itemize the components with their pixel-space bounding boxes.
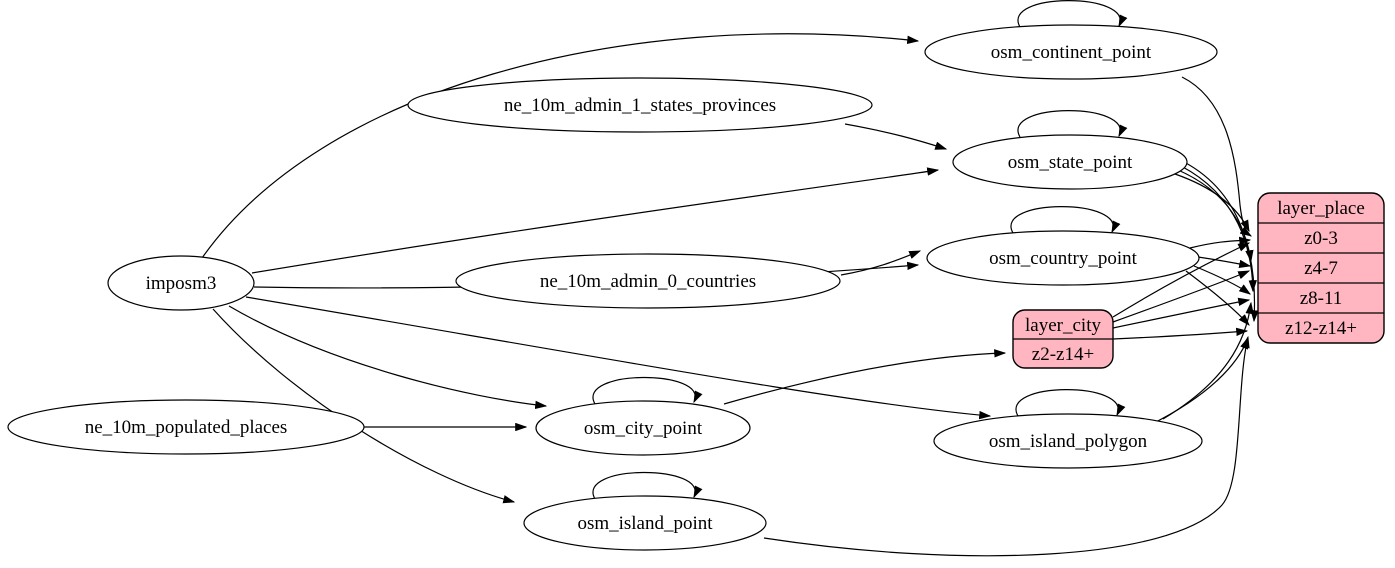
selfloop-osm_continent_point bbox=[1017, 0, 1128, 28]
node-osm_island_point: osm_island_point bbox=[523, 495, 767, 551]
ne_10m_admin_1_states_provinces-label: ne_10m_admin_1_states_provinces bbox=[504, 95, 776, 116]
ne_10m_admin_0_countries-label: ne_10m_admin_0_countries bbox=[540, 271, 756, 292]
osm_island_point-label: osm_island_point bbox=[577, 513, 713, 534]
node-ne_10m_populated_places: ne_10m_populated_places bbox=[7, 399, 365, 455]
osm_state_point-label: osm_state_point bbox=[1008, 152, 1133, 173]
layer_place-row-z12-z14: z12-z14+ bbox=[1285, 318, 1357, 339]
edge-osm_country_point-z0-3 bbox=[1189, 236, 1252, 249]
edge-ne_10m_admin_0_countries-osm_country_point bbox=[840, 250, 922, 276]
osm_city_point-shape bbox=[535, 400, 751, 456]
node-osm_state_point: osm_state_point bbox=[952, 134, 1188, 190]
edge-layer_city-z0-3 bbox=[1112, 242, 1251, 318]
edge-layer_city-z8-11 bbox=[1112, 297, 1251, 329]
osm_island_point-shape bbox=[523, 495, 767, 551]
edge-osm_country_point-z12-z14 bbox=[1185, 270, 1250, 326]
edge-osm_island_point-z12-z14 bbox=[763, 335, 1250, 557]
ne_10m_populated_places-label: ne_10m_populated_places bbox=[85, 417, 288, 438]
edge-osm_island_polygon-z8-11 bbox=[1162, 301, 1254, 420]
ne_10m_admin_0_countries-shape bbox=[455, 253, 841, 309]
osm_city_point-label: osm_city_point bbox=[584, 418, 703, 439]
edge-imposm3-osm_state_point bbox=[251, 167, 940, 274]
node-layer_city: layer_city z2-z14+ bbox=[1012, 309, 1114, 369]
selfloop-osm_state_point bbox=[1017, 110, 1128, 138]
osm_continent_point-shape bbox=[924, 24, 1218, 80]
selfloop-osm_island_polygon bbox=[1015, 389, 1126, 417]
osm_state_point-shape bbox=[952, 134, 1188, 190]
edge-osm_state_point-z8-11 bbox=[1180, 165, 1257, 293]
node-ne_10m_admin_1_states_provinces: ne_10m_admin_1_states_provinces bbox=[407, 77, 873, 133]
edge-ne_10m_admin_1_states_provinces-osm_state_point bbox=[844, 123, 948, 150]
edge-layer_city-z4-7 bbox=[1112, 270, 1251, 323]
edge-osm_country_point-z8-11 bbox=[1193, 265, 1251, 295]
layer_place-row-z4-7: z4-7 bbox=[1304, 258, 1338, 279]
ne_10m_admin_1_states_provinces-shape bbox=[407, 77, 873, 133]
osm_island_polygon-label: osm_island_polygon bbox=[989, 431, 1148, 452]
imposm3-label: imposm3 bbox=[146, 273, 217, 294]
edge-imposm3-osm_city_point bbox=[228, 305, 548, 410]
selfloop-osm_island_point bbox=[592, 471, 703, 500]
node-osm_city_point: osm_city_point bbox=[535, 400, 751, 456]
edge-osm_continent_point-z0-3 bbox=[1181, 76, 1252, 237]
edge-osm_island_polygon-z12-z14 bbox=[1149, 336, 1249, 426]
edge-osm_country_point-z4-7 bbox=[1197, 256, 1252, 269]
selfloop-osm_city_point bbox=[592, 376, 703, 405]
ne_10m_populated_places-shape bbox=[7, 399, 365, 455]
layer_city-row-z2-z14: z2-z14+ bbox=[1032, 344, 1094, 365]
layer_city-title: layer_city bbox=[1025, 315, 1101, 336]
node-osm_country_point: osm_country_point bbox=[926, 230, 1200, 286]
osm_continent_point-label: osm_continent_point bbox=[991, 42, 1152, 63]
edge-osm_state_point-z12-z14 bbox=[1183, 161, 1259, 323]
imposm3-shape bbox=[107, 255, 255, 311]
osm_island_polygon-shape bbox=[933, 413, 1203, 469]
osm_country_point-shape bbox=[926, 230, 1200, 286]
edge-osm_city_point-layer_city bbox=[723, 349, 1007, 405]
osm_country_point-label: osm_country_point bbox=[989, 248, 1137, 269]
edge-layer_city-z12-z14 bbox=[1112, 327, 1249, 340]
node-osm_island_polygon: osm_island_polygon bbox=[933, 413, 1203, 469]
edge-imposm3-osm_island_polygon bbox=[245, 296, 992, 420]
node-ne_10m_admin_0_countries: ne_10m_admin_0_countries bbox=[455, 253, 841, 309]
node-layer_place: layer_place z0-3 z4-7 z8-11 z12-z14+ bbox=[1257, 192, 1385, 344]
selfloop-osm_country_point bbox=[1010, 206, 1121, 234]
layer_place-title: layer_place bbox=[1277, 198, 1365, 219]
node-imposm3: imposm3 bbox=[107, 255, 255, 311]
edge-imposm3-osm_continent_point bbox=[201, 33, 920, 259]
layer_place-box bbox=[1257, 192, 1385, 344]
layer_place-row-z8-11: z8-11 bbox=[1300, 288, 1343, 309]
node-osm_continent_point: osm_continent_point bbox=[924, 24, 1218, 80]
layer_place-row-z0-3: z0-3 bbox=[1304, 228, 1338, 249]
